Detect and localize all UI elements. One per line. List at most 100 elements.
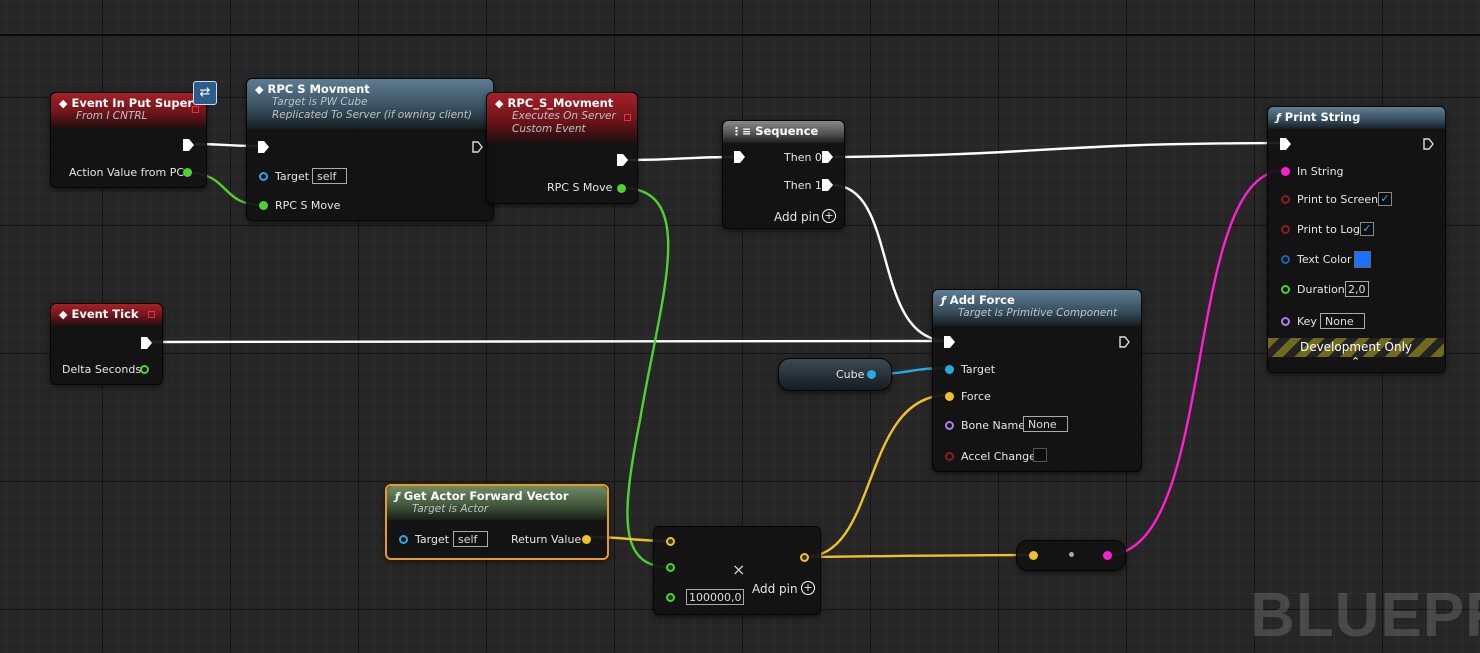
plus-circle-icon[interactable]: + (822, 209, 836, 223)
then-0-pin[interactable] (822, 151, 833, 163)
rpc-move-pin[interactable] (617, 184, 626, 193)
function-f-icon: ƒ (395, 490, 400, 503)
multiply-input-a-pin[interactable] (666, 537, 675, 546)
conversion-output-pin[interactable] (1103, 551, 1112, 560)
sequence-title: Sequence (755, 124, 819, 138)
text-color-label: Text Color (1297, 253, 1352, 266)
multiply-input-b-pin[interactable] (666, 563, 675, 572)
in-string-pin[interactable] (1281, 167, 1290, 176)
target-label: Target (415, 533, 450, 546)
accel-change-label: Accel Change (961, 450, 1036, 463)
exec-in-pin[interactable] (1280, 138, 1291, 150)
vector-wire-multiply-to-force (803, 393, 950, 559)
exec-out-pin[interactable] (183, 139, 194, 151)
target-value-field[interactable]: self (312, 168, 347, 184)
forward-vector-title: Get Actor Forward Vector (403, 489, 569, 503)
force-pin[interactable] (945, 392, 954, 401)
event-diamond-icon: ◆ (59, 308, 68, 321)
print-to-log-checkbox[interactable]: ✓ (1360, 222, 1374, 236)
event-diamond-icon: ◆ (495, 97, 504, 110)
rpc-call-node[interactable]: ◆RPC S Movment Target is PW Cube Replica… (246, 78, 494, 221)
exec-in-pin[interactable] (944, 336, 955, 348)
vector-wire-multiply-to-convert (803, 553, 1036, 559)
rpc-call-title: RPC S Movment (267, 82, 370, 96)
key-pin[interactable] (1281, 317, 1290, 326)
output-delegate-pin[interactable] (148, 311, 155, 318)
action-value-pin[interactable] (183, 168, 192, 177)
exec-wire-tick-to-addforce (150, 339, 950, 344)
cube-output-pin[interactable] (867, 370, 876, 379)
rpc-move-label: RPC S Move (547, 181, 613, 194)
exec-wire-rpc-to-sequence (624, 155, 738, 162)
print-to-screen-label: Print to Screen (1297, 193, 1379, 206)
add-force-title: Add Force (949, 293, 1015, 307)
exec-out-pin[interactable] (472, 141, 483, 153)
target-pin[interactable] (259, 172, 268, 181)
accel-change-pin[interactable] (945, 452, 954, 461)
event-input-super-node[interactable]: ◆Event In Put Super From I CNTRL Action … (50, 92, 207, 188)
print-to-log-pin[interactable] (1281, 225, 1290, 234)
multiply-input-c-pin[interactable] (666, 593, 675, 602)
exec-out-pin[interactable] (1119, 336, 1130, 348)
accel-change-checkbox[interactable] (1033, 448, 1047, 462)
exec-in-pin[interactable] (258, 141, 269, 153)
target-pin[interactable] (945, 365, 954, 374)
bone-name-field[interactable]: None (1023, 416, 1068, 432)
bone-name-pin[interactable] (945, 421, 954, 430)
target-value-field[interactable]: self (453, 531, 488, 547)
vector-to-string-conversion-node[interactable] (1016, 540, 1126, 571)
blueprint-watermark: BLUEPRINT (1250, 581, 1480, 650)
cube-variable-node[interactable]: Cube (778, 358, 892, 391)
output-delegate-pin[interactable] (192, 106, 199, 113)
rpc-call-replication-note: Replicated To Server (if owning client) (272, 109, 472, 121)
duration-field[interactable]: 2,0 (1345, 281, 1369, 297)
sequence-icon: ⋮≡ (731, 125, 752, 138)
print-to-screen-checkbox[interactable]: ✓ (1378, 192, 1392, 206)
output-delegate-pin[interactable] (624, 114, 631, 121)
bone-name-label: Bone Name (961, 419, 1025, 432)
sequence-node[interactable]: ⋮≡Sequence Then 0 Then 1 Add pin + (722, 120, 845, 229)
graph-top-border (0, 34, 1480, 36)
add-pin-button[interactable]: Add pin (774, 210, 820, 224)
rpc-custom-event-node[interactable]: ◆RPC_S_Movment Executes On Server Custom… (486, 92, 638, 204)
duration-pin[interactable] (1281, 285, 1290, 294)
add-pin-button[interactable]: Add pin (752, 582, 798, 596)
return-value-pin[interactable] (582, 535, 591, 544)
multiply-node[interactable]: × 100000,0 Add pin + (653, 526, 821, 615)
conversion-dot-icon (1069, 552, 1074, 557)
text-color-pin[interactable] (1281, 255, 1290, 264)
exec-out-pin[interactable] (1423, 138, 1434, 150)
in-string-label: In String (1297, 165, 1344, 178)
exec-wire-then0-to-print (830, 141, 1286, 159)
key-field[interactable]: None (1320, 313, 1365, 329)
collapse-chevron-icon[interactable]: ⌃ (1351, 355, 1361, 368)
action-value-label: Action Value from PC (69, 166, 185, 179)
print-to-screen-pin[interactable] (1281, 195, 1290, 204)
rpc-move-label: RPC S Move (275, 199, 341, 212)
exec-out-pin[interactable] (141, 337, 152, 349)
rpc-move-pin[interactable] (259, 201, 268, 210)
multiply-output-pin[interactable] (800, 553, 809, 562)
target-label: Target (961, 363, 996, 376)
exec-in-pin[interactable] (734, 151, 745, 163)
exec-out-pin[interactable] (617, 154, 628, 166)
delta-seconds-label: Delta Seconds (62, 363, 142, 376)
delta-seconds-pin[interactable] (140, 365, 149, 374)
event-input-title: Event In Put Super (71, 96, 194, 110)
cube-label: Cube (836, 368, 865, 381)
multiply-value-field[interactable]: 100000,0 (686, 589, 744, 605)
conversion-input-pin[interactable] (1029, 551, 1038, 560)
duration-label: Duration (1297, 283, 1345, 296)
event-tick-node[interactable]: ◆Event Tick Delta Seconds (50, 303, 163, 385)
text-color-swatch[interactable] (1354, 251, 1371, 268)
key-label: Key (1297, 315, 1317, 328)
target-label: Target (275, 170, 310, 183)
target-pin[interactable] (399, 535, 408, 544)
then-1-pin[interactable] (822, 179, 833, 191)
exec-wire-then1-to-addforce (830, 183, 950, 343)
plus-circle-icon[interactable]: + (801, 581, 815, 595)
print-to-log-label: Print to Log (1297, 223, 1360, 236)
